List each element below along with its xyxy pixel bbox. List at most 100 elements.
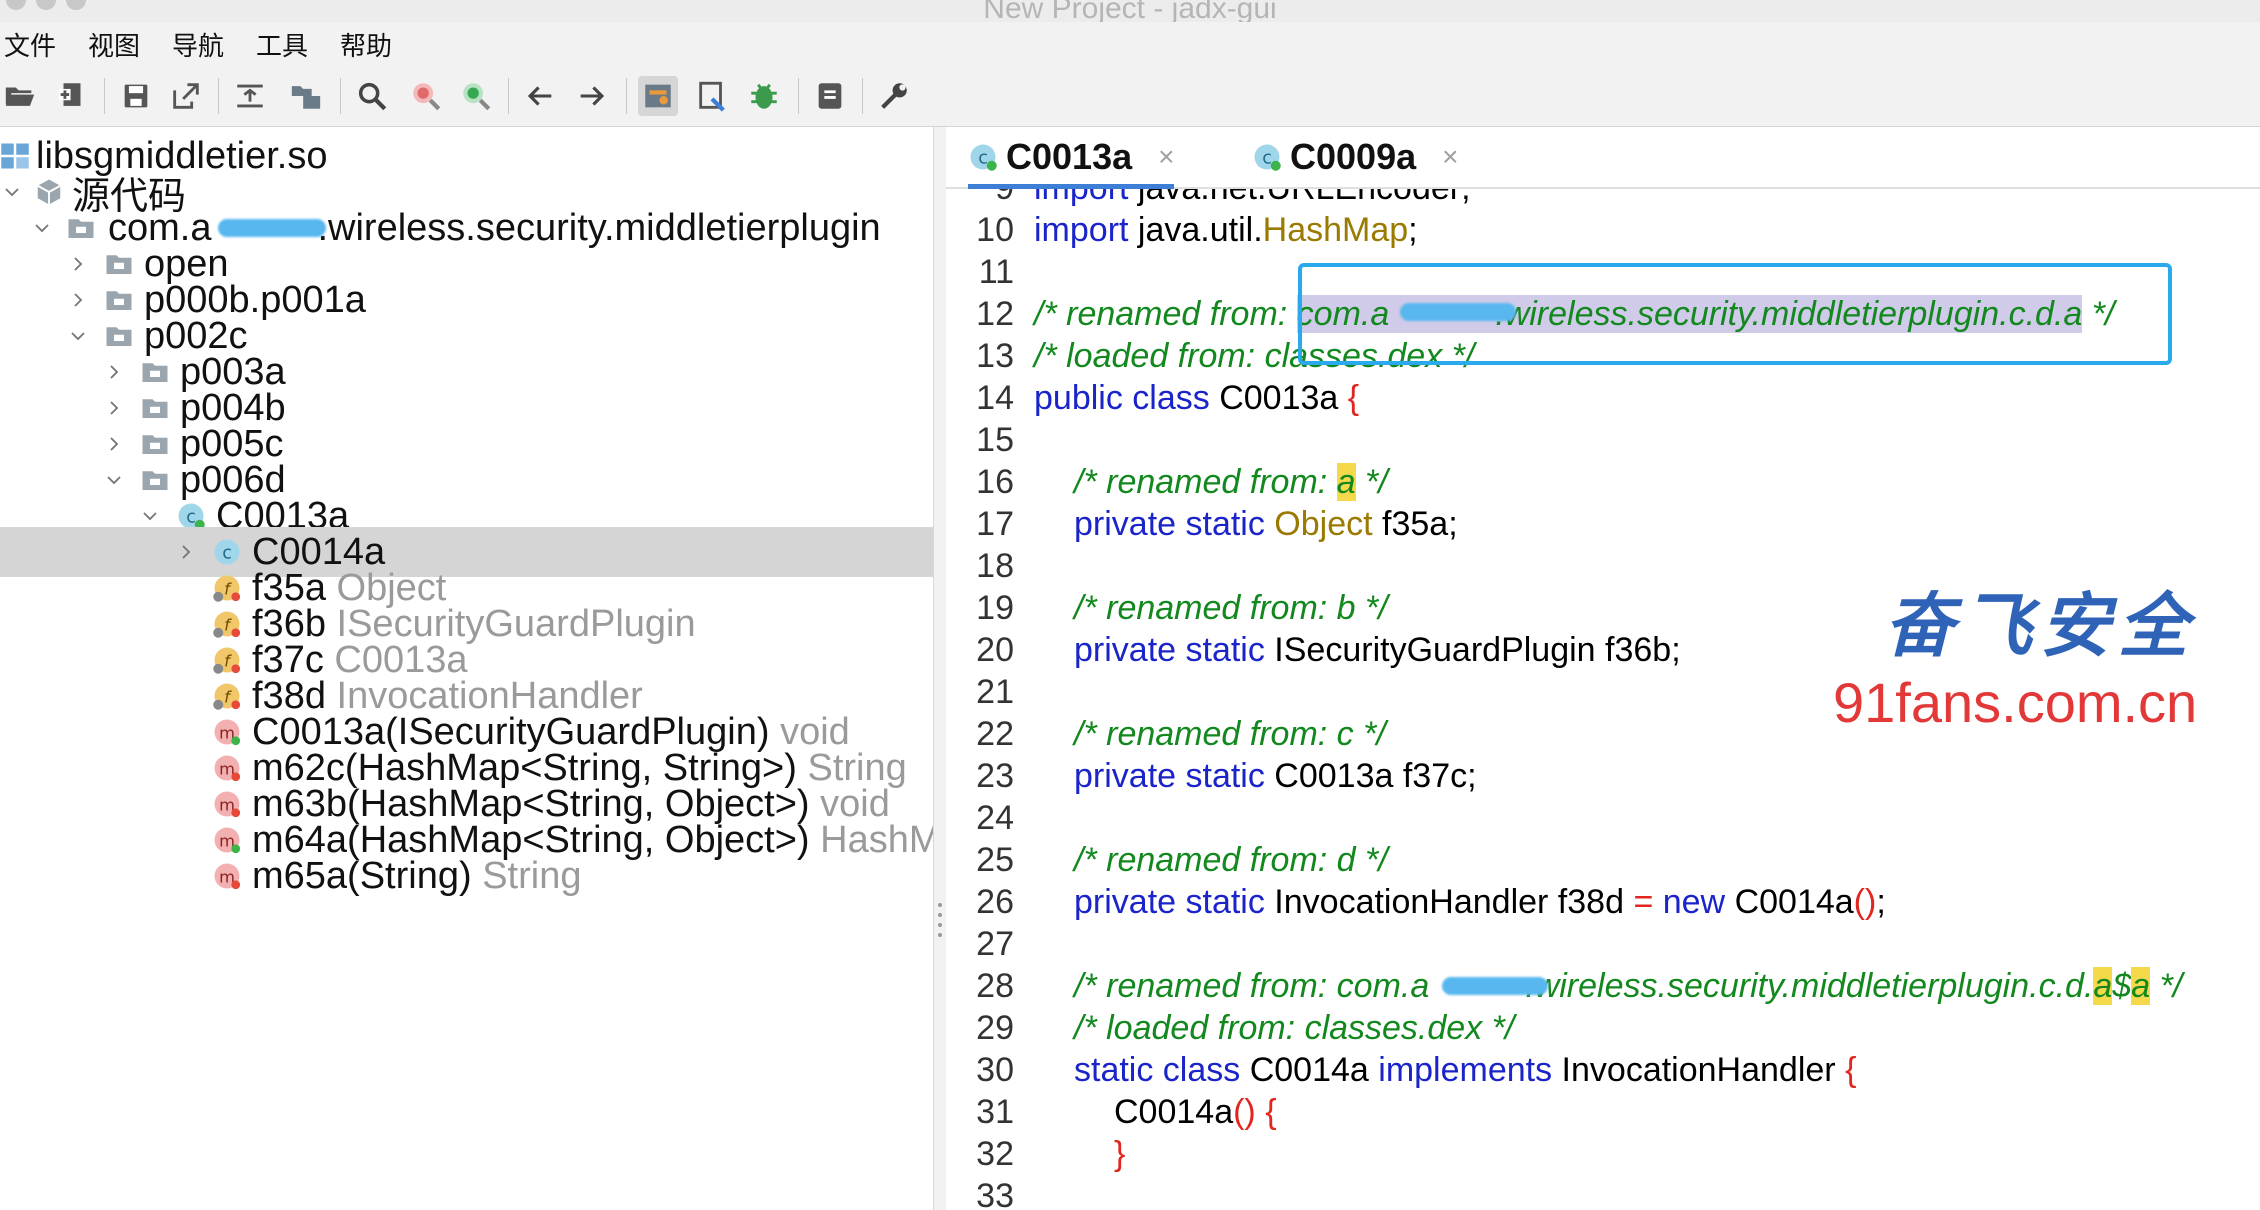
tree-item[interactable]: p003a xyxy=(0,347,933,397)
line-number: 14 xyxy=(976,379,1014,417)
method-signature: m64a(HashMap<String, Object>) xyxy=(252,818,810,861)
tree-item-label: p006d xyxy=(180,458,286,501)
chevron-right-icon[interactable] xyxy=(102,360,126,384)
tree-root[interactable]: libsgmiddletier.so xyxy=(0,131,933,181)
tree-method[interactable]: m m64a(HashMap<String, Object>) HashMap xyxy=(0,815,933,865)
menu-help[interactable]: 帮助 xyxy=(340,32,393,62)
chevron-down-icon[interactable] xyxy=(66,324,90,348)
code-line: 14 public class C0013a { xyxy=(946,379,2260,421)
method-signature: C0013a(ISecurityGuardPlugin) xyxy=(252,710,770,753)
field-type: InvocationHandler xyxy=(336,674,643,717)
chevron-down-icon[interactable] xyxy=(102,468,126,492)
tree-method[interactable]: m m65a(String) String xyxy=(0,851,933,901)
tree-item[interactable]: p004b xyxy=(0,383,933,433)
tree-item-label: open xyxy=(144,242,229,285)
method-signature: m65a(String) xyxy=(252,854,472,897)
zoom-window-button[interactable] xyxy=(66,0,86,10)
menu-tools[interactable]: 工具 xyxy=(256,32,309,62)
token: InvocationHandler f38d xyxy=(1264,883,1634,921)
debug-icon[interactable] xyxy=(744,76,784,116)
code-editor: c C0013a × c C0009a × 9import java.net.U… xyxy=(946,127,2260,1210)
toolbar-separator xyxy=(862,78,863,114)
chevron-down-icon[interactable] xyxy=(30,216,54,240)
tab-label: C0013a xyxy=(1006,136,1133,177)
save-all-icon[interactable] xyxy=(116,76,156,116)
chevron-right-icon[interactable] xyxy=(102,396,126,420)
decompile-mode-icon[interactable] xyxy=(638,76,678,116)
tree-field[interactable]: f f36b ISecurityGuardPlugin xyxy=(0,599,933,649)
editor-tabs: c C0013a × c C0009a × xyxy=(946,127,2260,189)
close-icon[interactable]: × xyxy=(1442,141,1459,172)
open-folder-icon[interactable] xyxy=(0,76,40,116)
tree-item[interactable]: p005c xyxy=(0,419,933,469)
tree-item[interactable]: open xyxy=(0,239,933,289)
token: () xyxy=(1853,883,1877,921)
svg-text:m: m xyxy=(219,867,235,886)
token: ; xyxy=(1408,211,1418,249)
package-icon xyxy=(140,465,170,495)
tree-source-code[interactable]: 源代码 xyxy=(0,167,933,218)
log-icon[interactable] xyxy=(810,76,850,116)
find-class-icon[interactable] xyxy=(406,76,446,116)
tree-item[interactable]: p002c xyxy=(0,311,933,361)
field-name: f37c xyxy=(252,638,324,681)
add-files-icon[interactable] xyxy=(52,76,92,116)
chevron-right-icon[interactable] xyxy=(102,432,126,456)
code-text: public class C0013a { xyxy=(1034,379,1359,418)
tree-method[interactable]: m m63b(HashMap<String, Object>) void xyxy=(0,779,933,829)
package-icon xyxy=(104,249,134,279)
code-text: static class C0014a implements Invocatio… xyxy=(1074,1051,1856,1090)
minimize-window-button[interactable] xyxy=(36,0,56,10)
tree-item[interactable]: p006d xyxy=(0,455,933,505)
sync-icon[interactable] xyxy=(230,76,270,116)
highlight-selection: com.a.wireless.security.middletierplugin… xyxy=(1296,295,2083,333)
find-usage-icon[interactable] xyxy=(456,76,496,116)
menu-file[interactable]: 文件 xyxy=(4,32,57,62)
tree-package[interactable]: com.a.wireless.security.middletierplugin xyxy=(0,203,933,253)
line-number: 13 xyxy=(976,337,1014,375)
settings-wrench-icon[interactable] xyxy=(874,76,914,116)
token: private static xyxy=(1074,631,1265,669)
tree-item[interactable]: p000b.p001a xyxy=(0,275,933,325)
chevron-right-icon[interactable] xyxy=(66,288,90,312)
token: a xyxy=(2131,967,2151,1005)
close-window-button[interactable] xyxy=(6,0,26,10)
menu-view[interactable]: 视图 xyxy=(88,32,141,62)
chevron-right-icon[interactable] xyxy=(66,252,90,276)
tree-method[interactable]: m C0013a(ISecurityGuardPlugin) void xyxy=(0,707,933,757)
svg-text:f: f xyxy=(224,615,232,634)
token: private static xyxy=(1074,505,1265,543)
export-icon[interactable] xyxy=(166,76,206,116)
tree-field[interactable]: f f38d InvocationHandler xyxy=(0,671,933,721)
class-icon: c xyxy=(970,144,997,171)
tree-method-text: m62c(HashMap<String, String>) String xyxy=(252,747,907,790)
splitter-grip xyxy=(938,923,942,927)
menu-navigation[interactable]: 导航 xyxy=(172,32,225,62)
forward-icon[interactable] xyxy=(572,76,612,116)
tree-field[interactable]: f f35a Object xyxy=(0,563,933,613)
svg-text:m: m xyxy=(219,831,235,850)
token: new xyxy=(1653,883,1726,921)
token: C0014a xyxy=(1725,883,1854,921)
tree-item-selected[interactable]: c C0014a xyxy=(0,527,933,577)
window-title: New Project - jadx-gui xyxy=(983,0,1277,22)
quark-icon[interactable] xyxy=(692,76,732,116)
line-number: 28 xyxy=(976,967,1014,1005)
token: .wireless.security.middletierplugin.c.d.… xyxy=(1495,295,2083,333)
flat-packages-icon[interactable] xyxy=(286,76,326,116)
chevron-down-icon[interactable] xyxy=(138,504,162,528)
tab-c0013a[interactable]: c C0013a × xyxy=(968,127,1175,189)
tree-method[interactable]: m m62c(HashMap<String, String>) String xyxy=(0,743,933,793)
close-icon[interactable]: × xyxy=(1158,141,1175,172)
tab-c0009a[interactable]: c C0009a × xyxy=(1252,127,1458,187)
method-icon: m xyxy=(212,789,242,819)
back-icon[interactable] xyxy=(520,76,560,116)
chevron-down-icon[interactable] xyxy=(0,180,24,204)
tree-field[interactable]: f f37c C0013a xyxy=(0,635,933,685)
chevron-right-icon[interactable] xyxy=(174,540,198,564)
search-icon[interactable] xyxy=(352,76,392,116)
so-file-icon xyxy=(0,141,30,171)
